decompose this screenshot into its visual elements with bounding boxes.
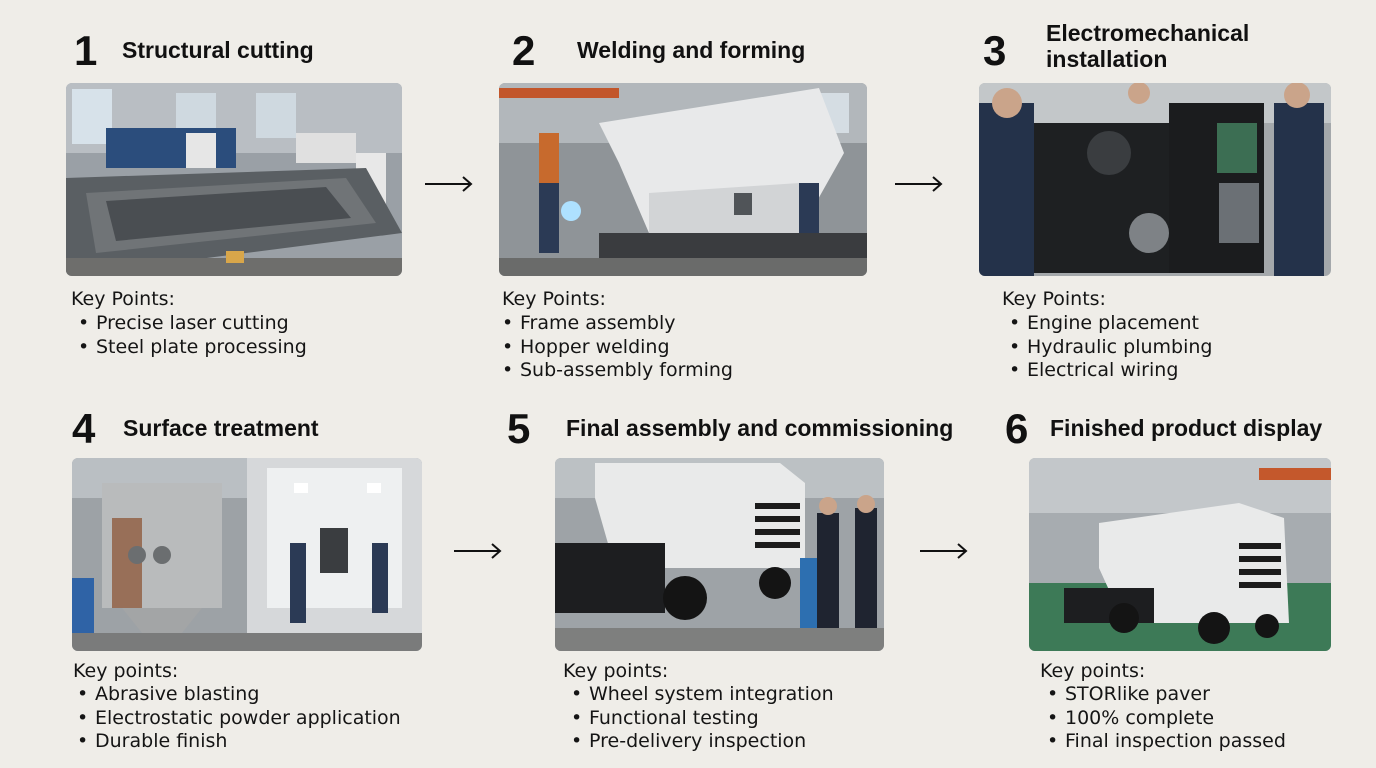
laser-cutting-photo <box>66 83 402 276</box>
step-title: Finished product display <box>1050 415 1323 441</box>
step-title: Final assembly and commissioning <box>566 415 954 441</box>
step-title-line-1: Electromechanical <box>1046 20 1250 46</box>
key-points-label: Key points: <box>73 660 179 682</box>
step-title: Surface treatment <box>123 415 319 441</box>
arrow-right-icon <box>425 176 473 192</box>
key-points-list: •Frame assembly •Hopper welding •Sub-ass… <box>494 312 733 383</box>
list-item: •Pre-delivery inspection <box>571 730 807 752</box>
key-points-label: Key Points: <box>502 288 606 310</box>
electromechanical-photo <box>979 83 1331 276</box>
list-item: •Wheel system integration <box>571 683 834 705</box>
key-points-label: Key points: <box>563 660 669 682</box>
list-item: •Functional testing <box>571 706 759 729</box>
arrow-right-icon <box>454 543 502 559</box>
step-number: 2 <box>512 27 536 74</box>
step-number: 4 <box>72 405 96 452</box>
key-points-list: •Abrasive blasting •Electrostatic powder… <box>69 683 401 754</box>
list-item: •STORlike paver <box>1047 683 1210 705</box>
step-number: 3 <box>983 27 1007 74</box>
step-title-line-2: installation <box>1046 46 1168 72</box>
list-item: •Sub-assembly forming <box>502 359 733 381</box>
step-number: 5 <box>507 405 531 452</box>
list-item: •Electrical wiring <box>1009 359 1179 381</box>
step-title: Welding and forming <box>577 37 806 63</box>
step-number: 6 <box>1005 405 1029 452</box>
welding-photo <box>499 83 867 276</box>
key-points-label: Key Points: <box>71 288 175 310</box>
step-title: Structural cutting <box>122 37 314 63</box>
key-points-label: Key Points: <box>1002 288 1106 310</box>
arrow-right-icon <box>920 543 968 559</box>
list-item: •Final inspection passed <box>1047 730 1286 752</box>
final-assembly-photo <box>555 458 884 651</box>
list-item: •100% complete <box>1047 706 1215 729</box>
key-points-list: •Precise laser cutting •Steel plate proc… <box>70 312 307 359</box>
list-item: •Durable finish <box>77 730 228 752</box>
list-item: •Steel plate processing <box>78 335 307 358</box>
key-points-list: •STORlike paver •100% complete •Final in… <box>1039 683 1286 754</box>
list-item: •Electrostatic powder application <box>77 706 401 729</box>
arrow-right-icon <box>895 176 943 192</box>
finished-product-photo <box>1029 458 1331 651</box>
surface-treatment-photo <box>72 458 422 651</box>
key-points-list: •Engine placement •Hydraulic plumbing •E… <box>1001 312 1212 383</box>
key-points-list: •Wheel system integration •Functional te… <box>563 683 834 754</box>
key-points-label: Key points: <box>1040 660 1146 682</box>
list-item: •Hydraulic plumbing <box>1009 335 1213 358</box>
list-item: •Engine placement <box>1009 312 1199 334</box>
list-item: •Frame assembly <box>502 312 676 334</box>
step-number: 1 <box>74 27 98 74</box>
list-item: •Abrasive blasting <box>77 683 260 705</box>
list-item: •Hopper welding <box>502 335 670 358</box>
list-item: •Precise laser cutting <box>78 312 289 334</box>
